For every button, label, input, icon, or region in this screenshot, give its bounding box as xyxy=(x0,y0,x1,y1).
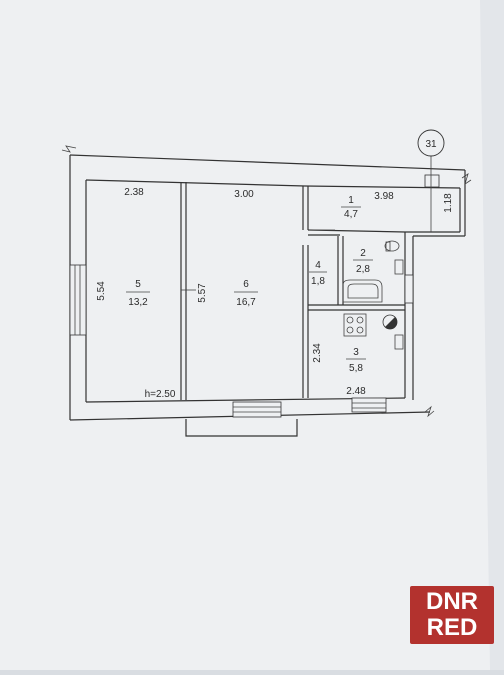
room-5-area: 13,2 xyxy=(128,297,148,308)
balcony xyxy=(185,419,298,437)
windows xyxy=(69,174,440,418)
dim-room1-depth: 1.18 xyxy=(443,193,454,213)
building-number: 31 xyxy=(425,139,437,150)
room-1-number: 1 xyxy=(348,195,354,206)
dimension-labels: 2.38 3.00 3.98 1.18 5.54 5.57 2.34 2.48 … xyxy=(96,187,454,400)
kitchen-fixtures xyxy=(343,313,404,350)
room-5-number: 5 xyxy=(135,279,141,290)
room-3-area: 5,8 xyxy=(349,363,363,374)
room-4-number: 4 xyxy=(315,260,321,271)
dnr-red-watermark-logo: DNR RED xyxy=(410,586,494,644)
bathroom-fixtures xyxy=(342,240,404,303)
axis-marker: 31 xyxy=(417,129,445,232)
watermark-line-1: DNR xyxy=(426,588,478,615)
dim-room3-depth: 2.34 xyxy=(312,343,323,363)
room-3-number: 3 xyxy=(353,347,359,358)
room-4-area: 1,8 xyxy=(311,276,325,287)
dim-room3-width: 2.48 xyxy=(346,386,366,397)
dim-room5-width: 2.38 xyxy=(124,187,144,198)
axis-bubble xyxy=(417,129,445,157)
dim-room5-depth: 5.54 xyxy=(96,281,107,301)
ceiling-height: h=2.50 xyxy=(145,389,176,400)
room-1-area: 4,7 xyxy=(344,209,358,220)
room-2-area: 2,8 xyxy=(356,264,370,275)
room-labels: 5 13,2 6 16,7 1 4,7 4 1,8 2 2,8 3 5,8 xyxy=(126,195,373,374)
outer-walls xyxy=(69,154,466,421)
watermark-line-2: RED xyxy=(426,614,478,641)
room-6-number: 6 xyxy=(243,279,249,290)
dim-room6-width: 3.00 xyxy=(234,189,254,200)
interior-walls xyxy=(180,182,406,400)
room-2-number: 2 xyxy=(360,248,366,259)
break-marks xyxy=(61,145,472,418)
dim-room1-width: 3.98 xyxy=(374,191,394,202)
dim-room6-depth: 5.57 xyxy=(197,283,208,303)
paper-sheet xyxy=(0,0,490,670)
room-6-area: 16,7 xyxy=(236,297,256,308)
